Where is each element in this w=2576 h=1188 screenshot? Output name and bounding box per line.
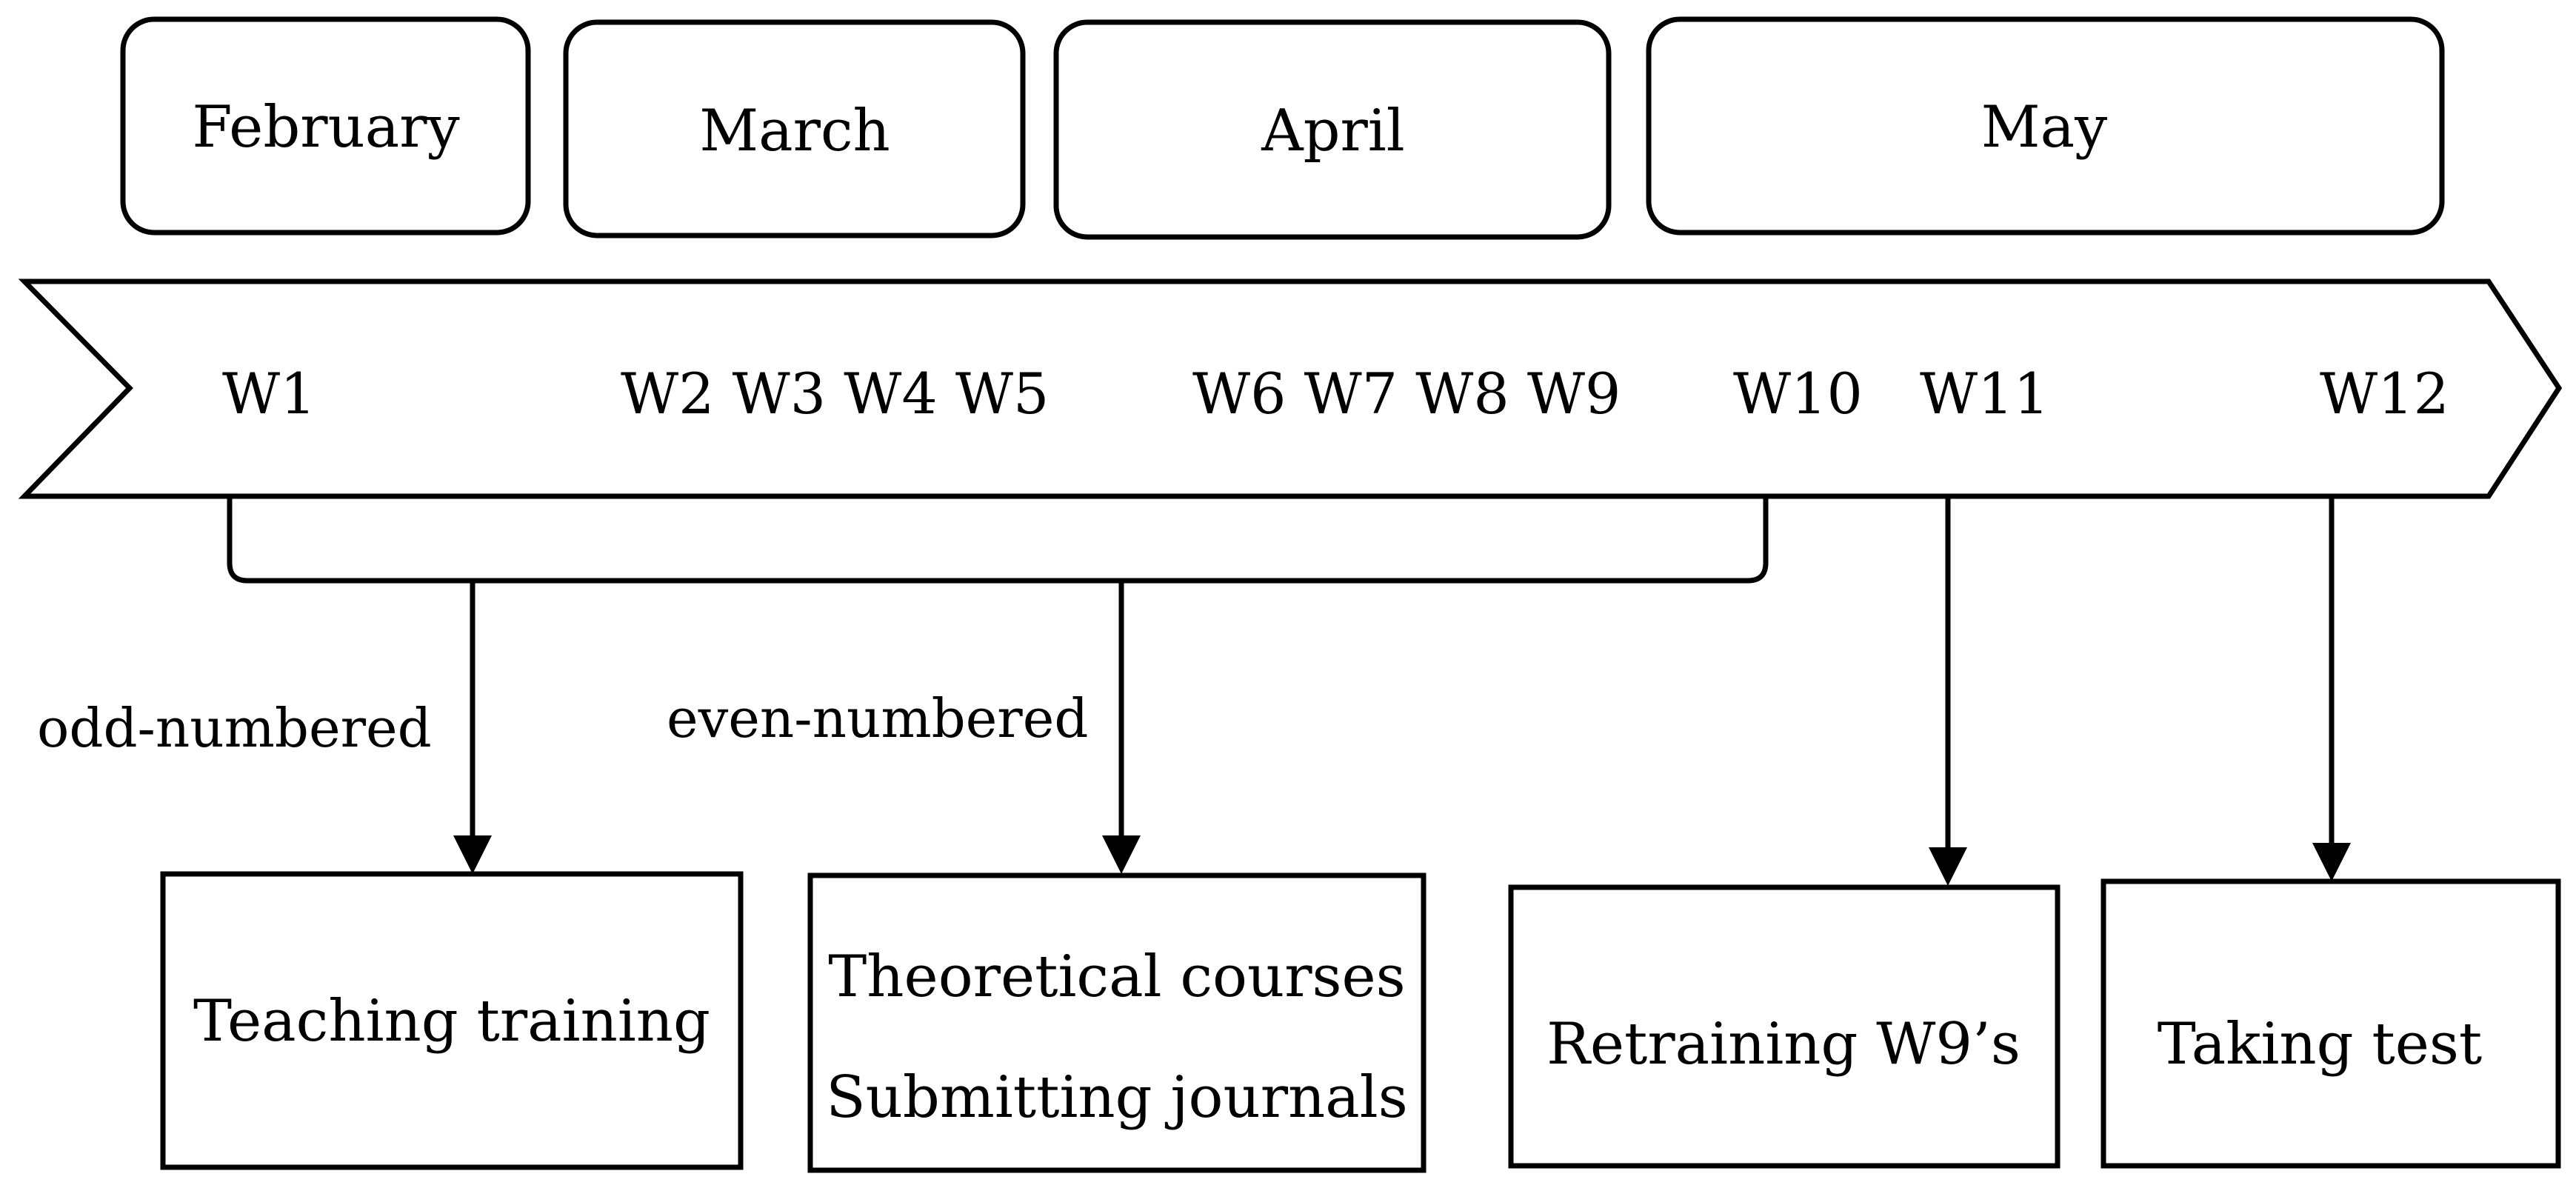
box-taking-test <box>2100 878 2561 1169</box>
week-label-w12: W12 <box>2320 361 2449 427</box>
week-label-w11: W11 <box>1920 361 2049 427</box>
week-label-w2-w5: W2 W3 W4 W5 <box>621 361 1049 427</box>
box-retraining <box>1508 884 2061 1169</box>
bracket-w1-w10 <box>227 498 1769 584</box>
month-label-february: February <box>192 94 459 161</box>
box-label-teaching-training: Teaching training <box>193 988 710 1055</box>
month-box-may <box>1646 16 2445 236</box>
activity-theoretical-courses: Theoretical courses Submitting journals <box>807 872 1427 1173</box>
week-label-w1: W1 <box>222 361 316 427</box>
month-may: May <box>1646 16 2445 236</box>
timeline-arrow-band <box>18 278 2563 499</box>
arrowhead-odd <box>453 835 492 874</box>
box-theoretical-courses <box>807 872 1427 1173</box>
month-february: February <box>120 16 531 236</box>
month-april: April <box>1053 19 1612 240</box>
box-label-taking-test: Taking test <box>2158 1011 2483 1078</box>
month-box-march <box>563 19 1026 238</box>
note-odd-numbered: odd-numbered <box>37 697 432 759</box>
month-label-may: May <box>1981 94 2107 161</box>
month-box-february <box>120 16 531 236</box>
arrowhead-even <box>1102 835 1141 874</box>
week-label-w6-w9: W6 W7 W8 W9 <box>1192 361 1621 427</box>
month-box-april <box>1053 19 1612 240</box>
arrowhead-w11 <box>1929 847 1967 886</box>
activity-retraining: Retraining W9’s <box>1508 884 2061 1169</box>
activity-taking-test: Taking test <box>2100 878 2561 1169</box>
arrowhead-w12 <box>2312 843 2351 881</box>
month-label-march: March <box>699 98 890 164</box>
box-teaching-training <box>160 871 744 1170</box>
note-even-numbered: even-numbered <box>667 687 1088 750</box>
week-label-w10: W10 <box>1733 361 1863 427</box>
box-label-submitting-journals: Submitting journals <box>826 1064 1407 1131</box>
box-label-theoretical-courses: Theoretical courses <box>828 944 1405 1010</box>
activity-teaching-training: Teaching training <box>160 871 744 1170</box>
box-label-retraining: Retraining W9’s <box>1546 1011 2021 1078</box>
month-march: March <box>563 19 1026 238</box>
month-label-april: April <box>1261 98 1404 164</box>
